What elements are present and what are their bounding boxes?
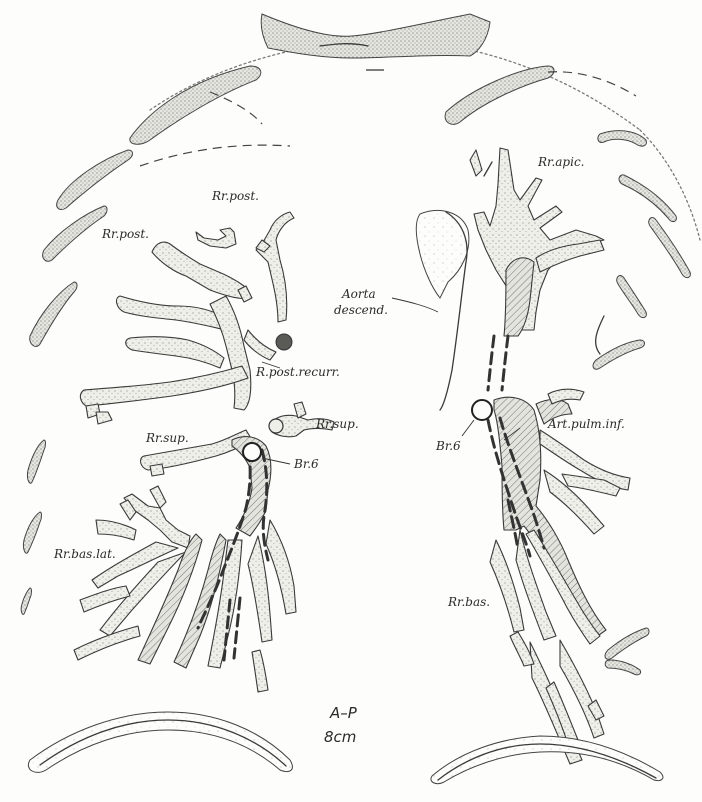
label-rr-sup-right: Rr.sup. xyxy=(315,417,359,431)
label-br6-right: Br.6 xyxy=(435,439,461,453)
label-rr-apic: Rr.apic. xyxy=(537,155,584,169)
right-vessel-tree xyxy=(462,148,630,764)
aorta-descendens xyxy=(392,211,469,410)
label-rr-post-upper: Rr.post. xyxy=(211,189,259,203)
label-art-pulm-inf: Art.pulm.inf. xyxy=(547,417,625,431)
label-br6-left: Br.6 xyxy=(293,457,319,471)
thorax-outline xyxy=(150,40,700,240)
clavicle-center xyxy=(261,14,490,70)
label-rr-post-left: Rr.post. xyxy=(101,227,149,241)
left-vessel-tree xyxy=(74,212,334,692)
label-rr-bas-lat: Rr.bas.lat. xyxy=(53,547,116,561)
label-r-post-recurr: R.post.recurr. xyxy=(255,365,340,379)
label-depth: 8cm xyxy=(324,728,356,746)
label-aorta: Aorta xyxy=(341,287,376,301)
label-projection: A–P xyxy=(329,704,358,722)
label-descend: descend. xyxy=(334,303,388,317)
label-rr-sup-left: Rr.sup. xyxy=(145,431,189,445)
label-rr-bas: Rr.bas. xyxy=(447,595,490,609)
